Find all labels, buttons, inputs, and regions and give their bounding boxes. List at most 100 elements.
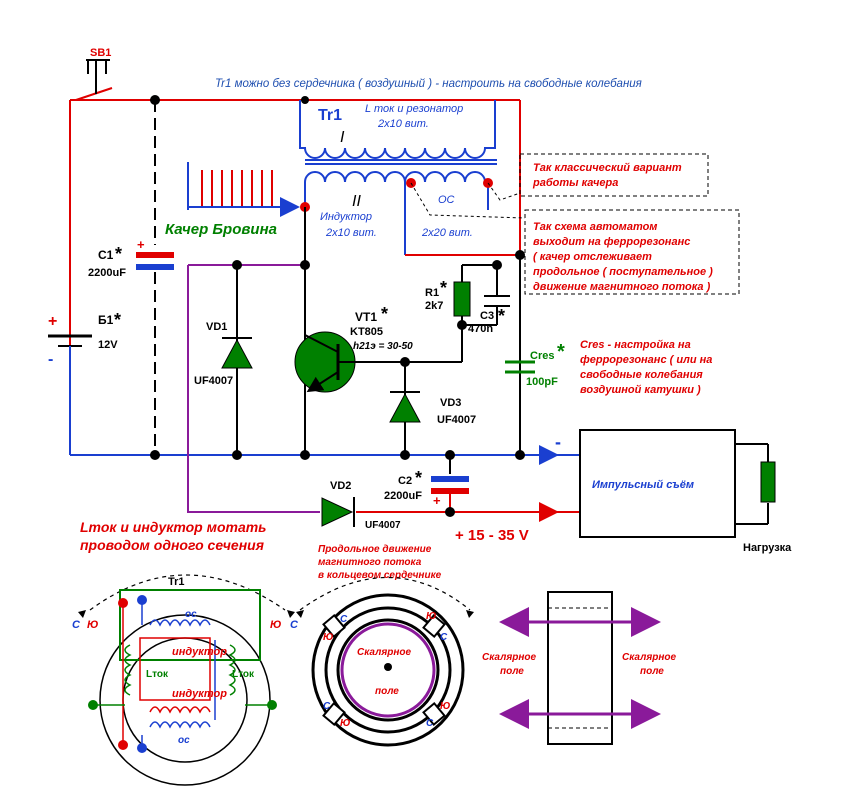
c3-label: C3 [480, 310, 494, 322]
toroid-ltok-left: Lток [146, 669, 169, 680]
ring-yu-bl: Ю [340, 718, 350, 729]
junction-dots [150, 95, 525, 517]
pulse-pickup-box [579, 429, 736, 538]
b1-value: 12V [98, 339, 118, 351]
note-auto-5: движение магнитного потока ) [533, 281, 711, 293]
c2-plus: + [433, 493, 441, 508]
capacitor-c3 [484, 295, 510, 307]
toroid-left-s: С [72, 619, 81, 631]
vd3-label: VD3 [440, 397, 461, 409]
cres-note-2: феррорезонанс ( или на [580, 354, 712, 366]
bar-scalar-right-1: Скалярное [622, 652, 676, 663]
roman-two: II [352, 193, 361, 210]
c1-plus: + [137, 237, 145, 252]
ring-note-1: Продольное движение [318, 544, 432, 555]
vd3-value: UF4007 [437, 414, 476, 426]
roman-one: I [340, 129, 345, 146]
c2-label: C2 [398, 475, 412, 487]
transistor-vt1 [294, 331, 360, 393]
resistor-r1 [453, 281, 471, 317]
c1-label: C1 [98, 248, 114, 262]
cres-value: 100pF [526, 376, 558, 388]
c3-value: 470n [468, 323, 493, 335]
b1-star: * [114, 310, 121, 330]
ring-yu-tr: Ю [426, 611, 436, 622]
toroid-left-yu: Ю [87, 619, 98, 631]
toroid-tr1-diagram [78, 574, 295, 786]
inductor-turns: 2x10 вит. [325, 227, 377, 239]
inductor-label: Индуктор [320, 211, 372, 223]
os-turns: 2x20 вит. [421, 227, 473, 239]
cres-note-4: воздушной катушки ) [580, 384, 701, 396]
ring-yu-tl: Ю [323, 632, 333, 643]
capacitor-cres [505, 360, 535, 374]
capacitor-c1 [136, 252, 174, 270]
ltok-turns: 2x10 вит. [377, 118, 429, 130]
r1-value: 2k7 [425, 300, 443, 312]
vt1-star: * [381, 304, 388, 324]
c2-value: 2200uF [384, 490, 422, 502]
vt1-gain: h21э = 30-50 [353, 341, 413, 352]
bar-core-diagram [499, 591, 661, 745]
vd2-value: UF4007 [365, 520, 401, 531]
note-auto-1: Так схема автоматом [533, 221, 657, 233]
ring-note-3: в кольцевом сердечнике [318, 570, 442, 581]
note-auto-3: ( качер отслеживает [533, 251, 652, 263]
note-classic-2: работы качера [532, 177, 618, 189]
vd1-value: UF4007 [194, 375, 233, 387]
b1-plus: + [48, 313, 57, 330]
bar-scalar-left-1: Скалярное [482, 652, 536, 663]
note-auto-4: продольное ( поступательное ) [533, 266, 713, 278]
ring-scalar-1: Скалярное [357, 647, 411, 658]
b1-minus: - [48, 351, 53, 368]
ring-s-br: С [426, 718, 434, 729]
load-label: Нагрузка [743, 542, 792, 554]
ground-minus: - [555, 432, 561, 452]
kacher-label: Качер Бровина [165, 221, 277, 238]
diode-vd2 [321, 497, 355, 527]
load-resistor [760, 461, 776, 503]
diode-vd1 [221, 337, 253, 369]
vd2-label: VD2 [330, 480, 351, 492]
ring-yu-br: Ю [440, 701, 450, 712]
toroid-os-top: ос [185, 609, 197, 620]
capacitor-c2 [431, 476, 469, 494]
os-label: ОС [438, 194, 455, 206]
cres-note-3: свободные колебания [580, 369, 703, 381]
battery-b1 [48, 330, 92, 455]
toroid-ind-top: индуктор [172, 646, 227, 658]
b1-label: Б1 [98, 313, 114, 327]
c2-star: * [415, 468, 422, 488]
c1-value: 2200uF [88, 267, 126, 279]
ring-s-tl: С [340, 614, 348, 625]
ring-s-bl: С [323, 701, 331, 712]
winding-note-2: проводом одного сечения [80, 537, 264, 553]
toroid-right-yu: Ю [270, 619, 281, 631]
bar-scalar-left-2: поле [500, 666, 524, 677]
toroid-os-bottom: ос [178, 735, 190, 746]
bar-scalar-right-2: поле [640, 666, 664, 677]
tr1-label: Tr1 [318, 107, 342, 124]
note-classic-1: Так классический вариант [533, 162, 682, 174]
ltok-label: L ток и резонатор [365, 103, 463, 115]
toroid-right-s: С [290, 619, 299, 631]
ring-core-diagram [296, 577, 474, 747]
output-voltage: + 15 - 35 V [455, 527, 529, 544]
r1-label: R1 [425, 287, 439, 299]
note-box-auto [524, 209, 740, 295]
toroid-ind-bottom: индуктор [172, 688, 227, 700]
diode-vd3 [389, 391, 421, 423]
vt1-label: VT1 [355, 310, 377, 324]
vt1-value: KT805 [350, 326, 383, 338]
cres-label: Cres [530, 350, 554, 362]
winding-note-1: Lток и индуктор мотать [80, 519, 267, 535]
r1-star: * [440, 278, 447, 298]
c3-star: * [498, 306, 505, 326]
sb1-label: SB1 [90, 47, 111, 59]
c1-star: * [115, 244, 122, 264]
cres-star: * [557, 341, 565, 363]
transformer-tr1 [299, 100, 497, 255]
note-box-classic [519, 153, 709, 197]
toroid-ltok-right: Lток [232, 669, 255, 680]
